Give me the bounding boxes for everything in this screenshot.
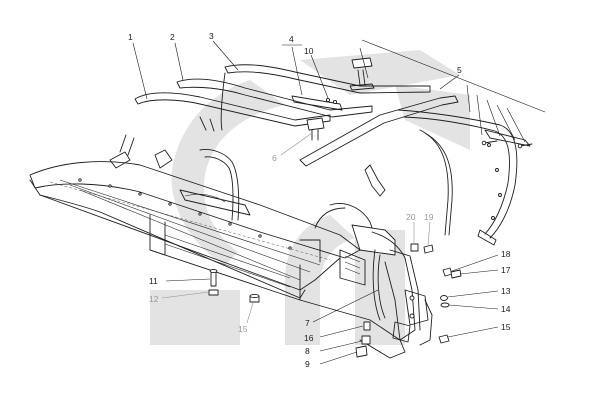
callout-10: 10 (304, 46, 314, 56)
fastener-11-bolt (209, 268, 218, 287)
fastener-15-left (249, 293, 260, 303)
callout-15-left: 15 (238, 324, 248, 334)
fasteners-18-17 (442, 267, 462, 279)
callout-11: 11 (149, 276, 158, 286)
callout-14: 14 (501, 304, 511, 314)
fasteners-16-8-9 (355, 321, 371, 358)
callout-19: 19 (424, 212, 434, 222)
callout-16: 16 (304, 333, 314, 343)
fastener-15-right (438, 334, 450, 344)
hinge-arm-left (299, 203, 376, 263)
callout-labels: 1 2 3 4 10 5 6 20 19 18 17 13 14 15 11 1… (128, 31, 511, 369)
callout-2: 2 (170, 32, 175, 42)
callout-4: 4 (289, 34, 294, 44)
body-frame (109, 134, 301, 301)
callout-15-right: 15 (501, 322, 511, 332)
side-rail-tube (419, 129, 453, 236)
fasteners-20-19 (410, 243, 434, 254)
callout-7: 7 (305, 318, 310, 328)
roof-frame-5 (397, 109, 531, 246)
front-header-bar (299, 95, 459, 197)
seal-block (349, 57, 375, 91)
top-bar-item-4-10 (291, 95, 343, 111)
callout-8: 8 (305, 346, 310, 356)
callout-3: 3 (209, 31, 214, 41)
group-bracket-5 (361, 39, 546, 113)
callout-9: 9 (305, 359, 310, 369)
callout-5: 5 (457, 65, 462, 75)
callout-6: 6 (272, 153, 277, 163)
fastener-12-nut (208, 289, 219, 296)
leader-lines (132, 40, 526, 365)
callout-17: 17 (501, 265, 511, 275)
hinge-mechanism (299, 224, 433, 359)
watermark-logo (150, 50, 470, 345)
callout-12: 12 (149, 294, 159, 304)
fasteners-13-14 (440, 295, 450, 308)
callout-18: 18 (501, 249, 511, 259)
roof-bow-3 (220, 64, 431, 131)
bracket-6 (306, 117, 325, 141)
roof-bow-2 (176, 78, 373, 118)
callout-1: 1 (128, 32, 133, 42)
roof-bow-1 (134, 92, 331, 132)
callout-13: 13 (501, 286, 511, 296)
bolts-right (481, 140, 533, 149)
callout-20: 20 (406, 212, 416, 222)
